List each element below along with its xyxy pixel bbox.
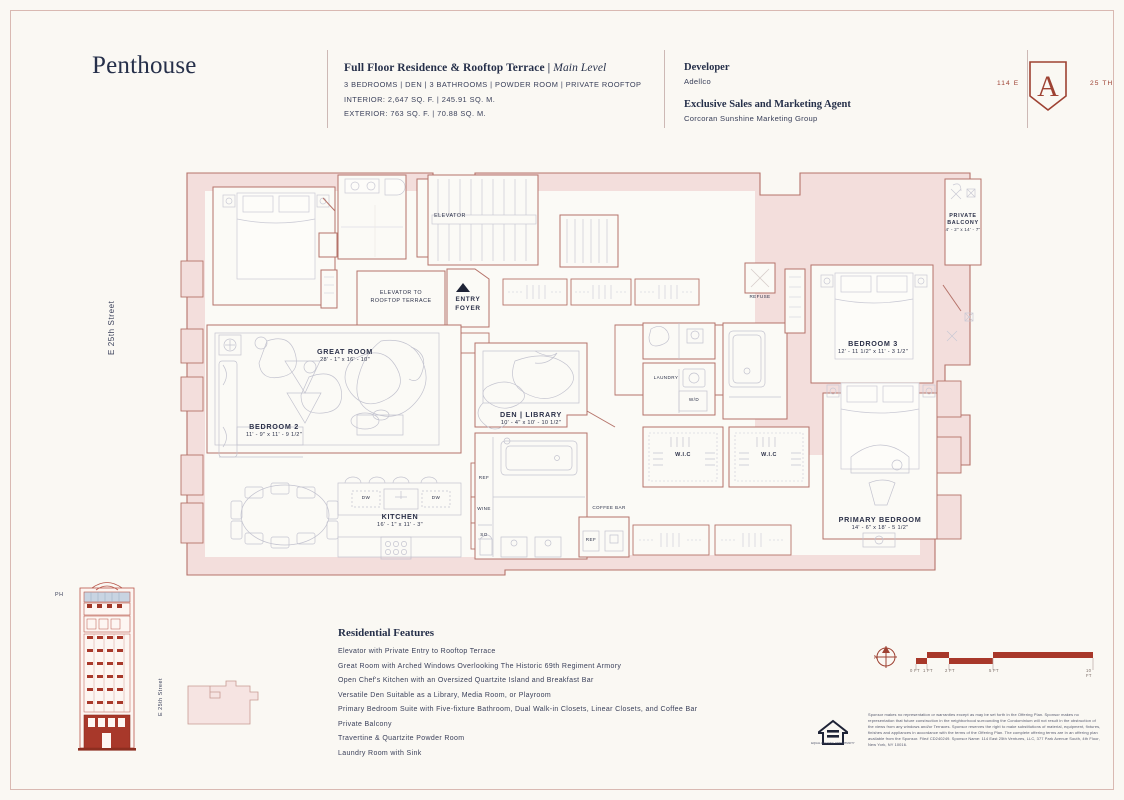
residence-heading-level: Main Level <box>553 62 607 74</box>
page-border <box>10 10 1114 790</box>
building-elevation <box>78 578 136 756</box>
north-letter: N <box>874 655 878 661</box>
feature-item: Travertine & Quartzite Powder Room <box>338 735 465 742</box>
scale-tick: 1 FT <box>923 668 933 673</box>
key-plan <box>186 678 264 728</box>
key-plan-outline <box>187 680 259 725</box>
feature-item: Open Chef's Kitchen with an Oversized Qu… <box>338 677 594 684</box>
residence-heading-separator: | <box>547 62 551 74</box>
equal-housing-opportunity-icon <box>815 716 851 750</box>
developer-name: Adellco <box>684 77 712 86</box>
street-label-main: E 25th Street <box>107 300 116 356</box>
legal-disclaimer: Sponsor makes no representation or warra… <box>868 712 1101 748</box>
header-divider-3 <box>1027 50 1028 128</box>
sales-agent-label: Exclusive Sales and Marketing Agent <box>684 99 851 110</box>
equal-housing-icon-drawing <box>818 719 848 745</box>
equal-housing-caption: EQUAL HOUSING OPPORTUNITY <box>811 742 855 745</box>
feature-item: Elevator with Private Entry to Rooftop T… <box>338 648 496 655</box>
scale-tick: 0 FT <box>910 668 920 673</box>
residential-features: Residential Features Elevator with Priva… <box>338 627 758 757</box>
developer-block: Developer Adellco Exclusive Sales and Ma… <box>684 62 984 123</box>
scale-tick: 5 FT <box>989 668 999 673</box>
residence-heading-main: Full Floor Residence & Rooftop Terrace <box>344 62 545 74</box>
page-title: Penthouse <box>92 52 197 79</box>
residence-exterior-area: EXTERIOR: 763 SQ. F. | 70.88 SQ. M. <box>344 109 487 118</box>
features-title: Residential Features <box>338 627 435 639</box>
brand-logo: 114 E 25 TH A <box>997 58 1117 118</box>
feature-item: Great Room with Arched Windows Overlooki… <box>338 662 622 670</box>
feature-item: Laundry Room with Sink <box>338 749 422 757</box>
logo-monogram: A <box>1037 70 1059 103</box>
residence-summary: Full Floor Residence & Rooftop Terrace |… <box>344 62 654 118</box>
header: Penthouse Full Floor Residence & Rooftop… <box>92 50 1112 130</box>
developer-label: Developer <box>684 62 730 73</box>
feature-item: Versatile Den Suitable as a Library, Med… <box>338 691 552 699</box>
scale-bar: N <box>872 643 1097 683</box>
floor-plan-drawing <box>180 172 982 576</box>
feature-item: Private Balcony <box>338 720 392 728</box>
shield-icon: A <box>1029 61 1067 112</box>
floor-plan: BEDROOM 2 11' - 9" x 11' - 9 1/2" GREAT … <box>175 165 985 590</box>
residence-program: 3 BEDROOMS | DEN | 3 BATHROOMS | POWDER … <box>344 80 642 89</box>
logo-address-left: 114 E <box>997 80 1020 87</box>
street-label-keyplan: E 25th Street <box>158 678 164 716</box>
feature-item: Primary Bedroom Suite with Five-fixture … <box>338 706 698 713</box>
logo-address-right: 25 TH <box>1090 80 1114 87</box>
header-divider-1 <box>327 50 328 128</box>
sales-agent-name: Corcoran Sunshine Marketing Group <box>684 114 818 123</box>
building-elevation-drawing <box>78 582 136 751</box>
residence-interior-area: INTERIOR: 2,647 SQ. F. | 245.91 SQ. M. <box>344 94 496 104</box>
entry-arrow-icon <box>456 283 470 292</box>
features-list: Elevator with Private Entry to Rooftop T… <box>338 648 758 757</box>
scale-tick: 2 FT <box>945 668 955 673</box>
elevation-floor-marker: PH <box>55 592 64 598</box>
scale-bar-drawing: N <box>874 646 1094 670</box>
residence-heading: Full Floor Residence & Rooftop Terrace |… <box>344 62 654 74</box>
scale-tick-labels: 0 FT 1 FT 2 FT 5 FT 10 FT <box>872 668 1097 680</box>
scale-tick: 10 FT <box>1086 668 1092 678</box>
header-divider-2 <box>664 50 665 128</box>
